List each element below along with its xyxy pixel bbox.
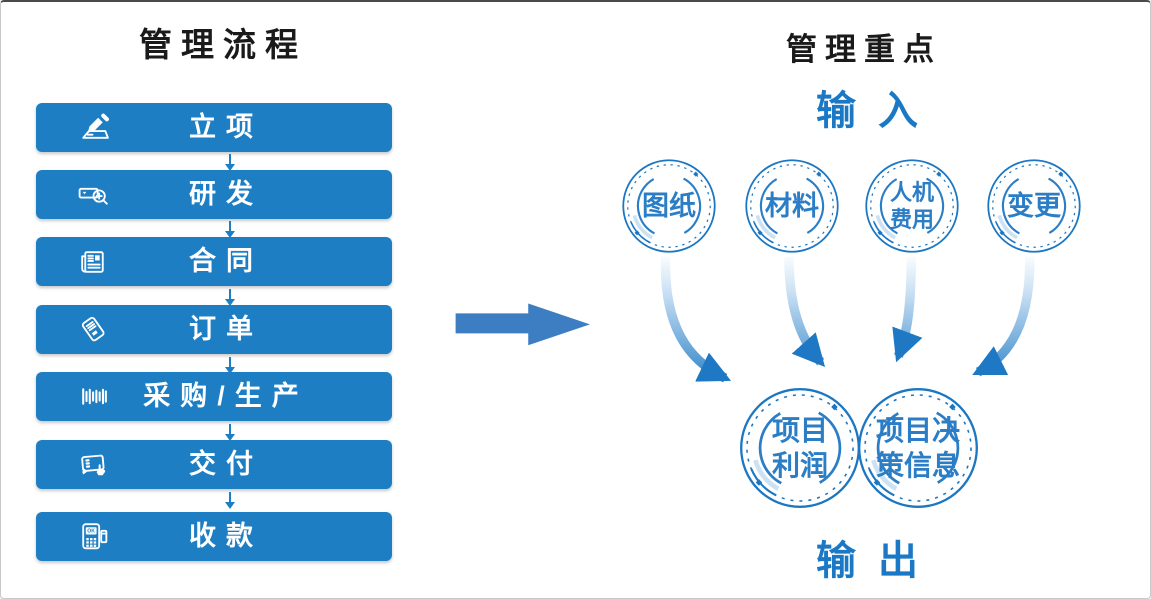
flow-step-label: 合同 bbox=[189, 246, 263, 276]
flow-step-initiation: 立项 bbox=[36, 103, 392, 152]
circle-label: 图纸 bbox=[642, 190, 696, 221]
output-circle-project-profit: 项目 利润 bbox=[737, 385, 863, 511]
input-circle-materials: 材料 bbox=[743, 157, 841, 255]
output-circle-project-decision-info: 项目决 策信息 bbox=[855, 385, 981, 511]
right-section-title: 管理重点 bbox=[786, 32, 942, 67]
flow-step-label: 收款 bbox=[189, 521, 263, 551]
contract-document-icon bbox=[76, 244, 111, 279]
order-note-icon bbox=[76, 312, 111, 347]
flow-step-label: 交付 bbox=[189, 449, 263, 479]
curved-arrow-labor-machine-cost bbox=[892, 256, 923, 363]
signature-icon bbox=[76, 110, 111, 145]
down-arrow-connector bbox=[225, 289, 235, 306]
input-heading: 输入 bbox=[816, 89, 940, 133]
down-arrow-connector bbox=[225, 424, 235, 441]
flow-step-delivery: 交付 bbox=[36, 440, 392, 489]
decorative-ring bbox=[620, 157, 718, 255]
curved-arrow-drawings bbox=[660, 256, 732, 383]
input-circle-drawings: 图纸 bbox=[620, 157, 718, 255]
big-right-arrow bbox=[455, 303, 590, 346]
decorative-ring bbox=[743, 157, 841, 255]
decorative-ring bbox=[863, 157, 961, 255]
flow-step-rnd: 研发 bbox=[36, 170, 392, 219]
circle-label: 项目 利润 bbox=[771, 415, 828, 481]
down-arrow-connector bbox=[225, 221, 235, 238]
decorative-ring bbox=[985, 157, 1083, 255]
tablet-delivery-icon bbox=[76, 447, 111, 482]
flow-step-label: 订单 bbox=[189, 314, 263, 344]
input-circle-changes: 变更 bbox=[985, 157, 1083, 255]
down-arrow-connector bbox=[225, 492, 235, 509]
circle-label: 变更 bbox=[1007, 190, 1061, 221]
pos-terminal-icon: OK bbox=[76, 519, 111, 554]
search-icon bbox=[76, 177, 111, 212]
curved-arrow-changes bbox=[972, 256, 1035, 377]
flow-step-payment-collection: OK 收款 bbox=[36, 512, 392, 561]
circle-label: 材料 bbox=[765, 190, 819, 221]
input-circle-labor-machine-cost: 人机 费用 bbox=[863, 157, 961, 255]
left-section-title: 管理流程 bbox=[139, 26, 307, 63]
flow-step-procurement-production: 采购/生产 bbox=[36, 372, 392, 421]
barcode-icon bbox=[76, 379, 111, 414]
pos-screen-text: OK bbox=[87, 529, 95, 535]
flow-step-order: 订单 bbox=[36, 305, 392, 354]
down-arrow-connector bbox=[225, 357, 235, 374]
flow-step-label: 研发 bbox=[189, 179, 263, 209]
flow-step-label: 立项 bbox=[189, 112, 263, 142]
decorative-ring bbox=[855, 385, 981, 511]
down-arrow-connector bbox=[225, 154, 235, 171]
flow-step-contract: 合同 bbox=[36, 237, 392, 286]
curved-arrow-materials bbox=[784, 256, 826, 367]
circle-label: 人机 费用 bbox=[889, 179, 934, 233]
circle-label: 项目决 策信息 bbox=[875, 415, 960, 481]
flow-step-label: 采购/生产 bbox=[143, 381, 309, 411]
output-heading: 输出 bbox=[816, 539, 940, 583]
